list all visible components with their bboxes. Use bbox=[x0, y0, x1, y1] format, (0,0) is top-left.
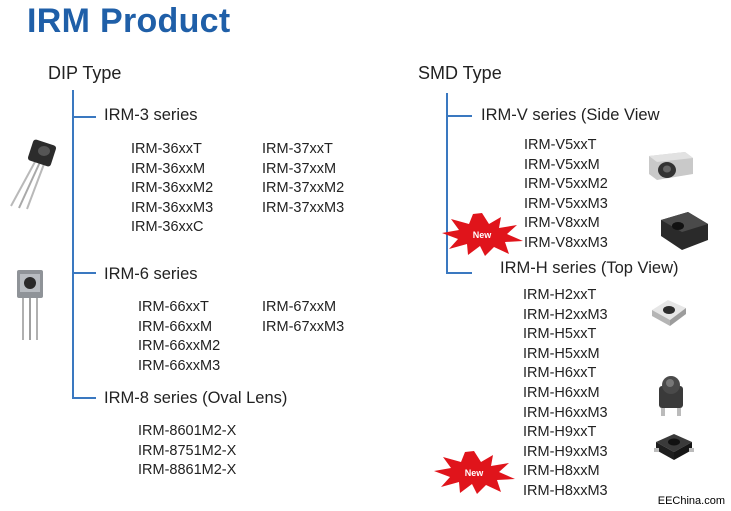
new-badge-icon: New bbox=[434, 451, 515, 494]
dip-branch-1 bbox=[72, 116, 96, 118]
list-item: IRM-H5xxT bbox=[523, 326, 597, 343]
irm-v-series-label: IRM-V series (Side View bbox=[481, 106, 660, 124]
list-item: IRM-66xxM3 bbox=[138, 357, 221, 374]
list-item: IRM-37xxM3 bbox=[262, 199, 345, 216]
new-badge-label: New bbox=[473, 230, 493, 240]
list-item: IRM-36xxM bbox=[131, 160, 206, 177]
list-item: IRM-H6xxM bbox=[523, 384, 600, 401]
list-item: IRM-8861M2-X bbox=[138, 462, 237, 479]
dip-branch-3 bbox=[72, 397, 96, 399]
smd-type-heading: SMD Type bbox=[418, 63, 502, 83]
irm-h-series-label: IRM-H series (Top View) bbox=[500, 259, 679, 277]
new-badge-label: New bbox=[465, 468, 485, 478]
smd-tree-line bbox=[446, 93, 448, 273]
list-item: IRM-H8xxM bbox=[523, 463, 600, 480]
list-item: IRM-8751M2-X bbox=[138, 442, 237, 459]
irm-v8-product-image bbox=[661, 212, 708, 250]
irm-6-list-col2: IRM-67xxM IRM-67xxM3 bbox=[262, 298, 344, 337]
irm-3-product-image bbox=[10, 139, 57, 210]
list-item: IRM-V5xxM bbox=[524, 156, 600, 173]
list-item: IRM-66xxT bbox=[138, 299, 209, 315]
irm-6-series-label: IRM-6 series bbox=[104, 265, 198, 283]
list-item: IRM-H2xxM3 bbox=[523, 306, 608, 323]
irm-v5-product-image bbox=[649, 152, 693, 180]
watermark: EEChina.com bbox=[657, 495, 725, 507]
irm-v-list: IRM-V5xxT IRM-V5xxM IRM-V5xxM2 IRM-V5xxM… bbox=[524, 136, 608, 254]
irm-3-series-label: IRM-3 series bbox=[104, 106, 198, 124]
list-item: IRM-8601M2-X bbox=[138, 423, 237, 439]
list-item: IRM-H9xxT bbox=[523, 424, 597, 441]
irm-h2-product-image bbox=[652, 300, 686, 326]
dip-tree-line bbox=[72, 90, 74, 397]
list-item: IRM-H2xxT bbox=[523, 287, 597, 303]
list-item: IRM-H9xxM3 bbox=[523, 443, 608, 460]
smd-branch-1 bbox=[446, 115, 472, 117]
list-item: IRM-V5xxM2 bbox=[524, 176, 608, 193]
list-item: IRM-66xxM bbox=[138, 318, 213, 335]
irm-8-list: IRM-8601M2-X IRM-8751M2-X IRM-8861M2-X bbox=[138, 422, 236, 481]
irm-h9-product-image bbox=[654, 434, 694, 460]
irm-h6-product-image bbox=[659, 376, 683, 416]
list-item: IRM-67xxM3 bbox=[262, 318, 345, 335]
list-item: IRM-V5xxM3 bbox=[524, 195, 608, 212]
page-title: IRM Product bbox=[27, 2, 231, 40]
irm-3-list-col2: IRM-37xxT IRM-37xxM IRM-37xxM2 IRM-37xxM… bbox=[262, 140, 344, 218]
list-item: IRM-H6xxM3 bbox=[523, 404, 608, 421]
smd-branch-2 bbox=[446, 272, 472, 274]
list-item: IRM-36xxC bbox=[131, 219, 204, 236]
irm-6-list-col1: IRM-66xxT IRM-66xxM IRM-66xxM2 IRM-66xxM… bbox=[138, 298, 220, 376]
list-item: IRM-H8xxM3 bbox=[523, 482, 608, 499]
list-item: IRM-V8xxM bbox=[524, 215, 600, 232]
irm-6-product-image bbox=[17, 270, 43, 340]
list-item: IRM-36xxT bbox=[131, 141, 202, 157]
list-item: IRM-37xxM2 bbox=[262, 180, 345, 197]
list-item: IRM-37xxM bbox=[262, 160, 337, 177]
dip-branch-2 bbox=[72, 272, 96, 274]
list-item: IRM-H5xxM bbox=[523, 345, 600, 362]
list-item: IRM-V5xxT bbox=[524, 137, 597, 153]
list-item: IRM-V8xxM3 bbox=[524, 234, 608, 251]
list-item: IRM-67xxM bbox=[262, 299, 337, 315]
irm-8-series-label: IRM-8 series (Oval Lens) bbox=[104, 389, 288, 407]
irm-3-list-col1: IRM-36xxT IRM-36xxM IRM-36xxM2 IRM-36xxM… bbox=[131, 140, 213, 238]
list-item: IRM-H6xxT bbox=[523, 365, 597, 382]
irm-h-list: IRM-H2xxT IRM-H2xxM3 IRM-H5xxT IRM-H5xxM… bbox=[523, 286, 608, 502]
list-item: IRM-36xxM2 bbox=[131, 180, 214, 197]
list-item: IRM-37xxT bbox=[262, 141, 333, 157]
list-item: IRM-36xxM3 bbox=[131, 199, 214, 216]
dip-type-heading: DIP Type bbox=[48, 63, 122, 83]
list-item: IRM-66xxM2 bbox=[138, 338, 221, 355]
new-badge-icon: New bbox=[442, 213, 523, 256]
